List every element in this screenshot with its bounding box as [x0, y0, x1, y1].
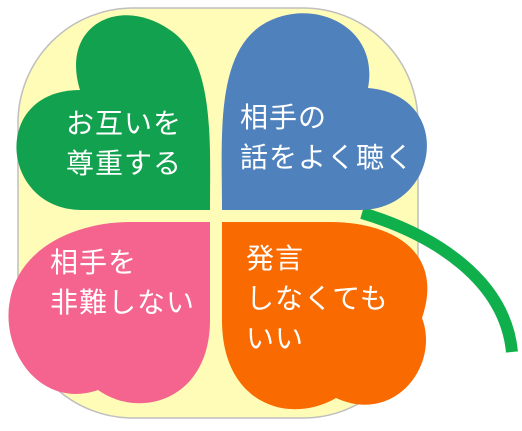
leaf-top-left — [16, 15, 211, 210]
leaf-text-line: 相手を — [50, 246, 138, 279]
leaf-text-line: お互いを — [66, 107, 183, 140]
leaf-text-line: 話をよく聴く — [240, 141, 415, 174]
leaf-top-left-text: お互いを 尊重する — [66, 104, 182, 184]
leaf-text-line: 発言 — [246, 242, 305, 275]
leaf-top-right-text: 相手の 話をよく聴く — [240, 98, 414, 178]
leaf-text-line: いい — [246, 322, 305, 355]
leaf-top-right — [221, 13, 427, 211]
leaf-bottom-right — [222, 222, 428, 410]
clover-stem — [360, 207, 518, 353]
leaf-bottom-right-text: 発言 しなくても いい — [246, 239, 389, 359]
leaf-text-line: 尊重する — [66, 147, 183, 180]
leaf-bottom-left-text: 相手を 非難しない — [50, 243, 195, 323]
leaf-text-line: しなくても — [246, 282, 389, 315]
leaf-text-line: 非難しない — [50, 286, 196, 319]
leaf-bottom-left — [8, 222, 210, 404]
leaf-text-line: 相手の — [240, 101, 328, 134]
